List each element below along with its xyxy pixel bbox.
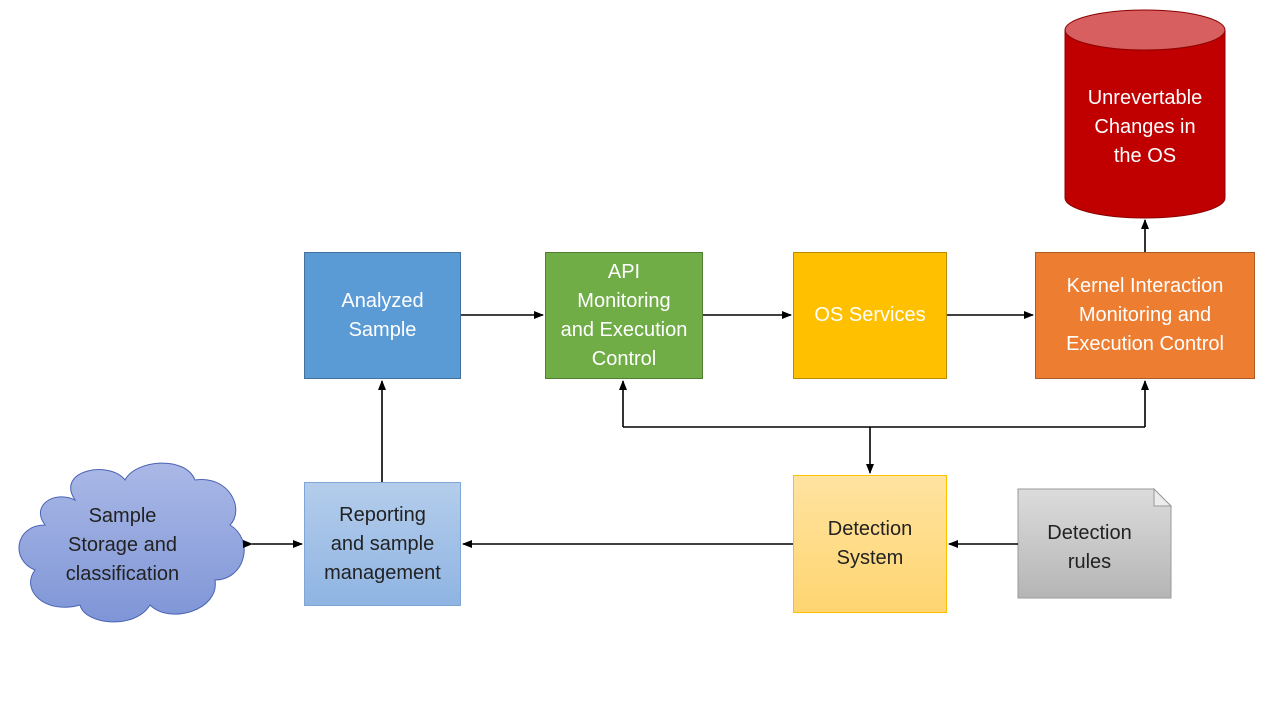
detection-rules-label: Detection rules — [1047, 521, 1132, 573]
detection-system-box: Detection System — [793, 475, 947, 613]
os-services-label: OS Services — [814, 304, 926, 326]
api-monitoring-box: API Monitoring and Execution Control — [545, 252, 703, 379]
unrevertable-changes-cylinder — [1064, 9, 1226, 219]
os-services-box: OS Services — [793, 252, 947, 379]
reporting-label: Reporting and sample management — [324, 503, 441, 584]
reporting-box: Reporting and sample management — [304, 482, 461, 606]
detection-system-label: Detection System — [827, 518, 913, 569]
sample-storage-cloud — [18, 462, 245, 623]
kernel-interaction-label: Kernel Interaction Monitoring and Execut… — [1066, 275, 1224, 355]
kernel-interaction-box: Kernel Interaction Monitoring and Execut… — [1035, 252, 1255, 379]
api-monitoring-label: API Monitoring and Execution Control — [560, 260, 688, 370]
unrevertable-changes-label: Unrevertable Changes in the OS — [1087, 86, 1203, 167]
detection-rules-document — [1017, 487, 1173, 599]
analyzed-sample-box: Analyzed Sample — [304, 252, 461, 379]
sample-storage-label: Sample Storage and classification — [65, 504, 180, 585]
analyzed-sample-label: Analyzed Sample — [341, 289, 424, 341]
